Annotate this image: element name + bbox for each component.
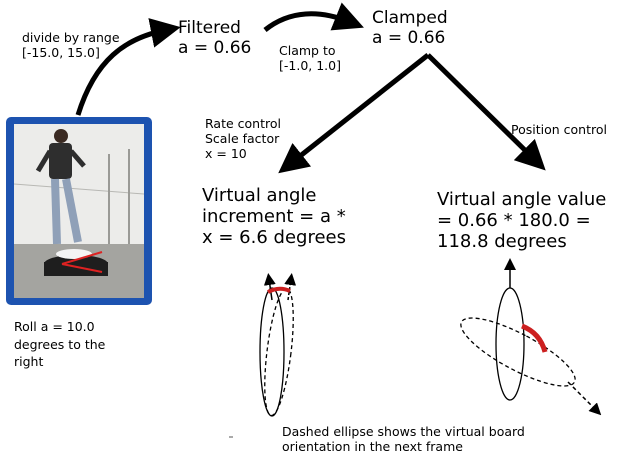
value-line-2: = 0.66 * 180.0 = xyxy=(437,210,591,232)
rate-control-label: Rate control Scale factor x = 10 xyxy=(205,116,281,161)
filtered-title: Filtered xyxy=(178,18,241,38)
arrow-to-rate-control xyxy=(278,53,430,174)
board-ellipse-rotated xyxy=(460,317,576,387)
filtered-value: a = 0.66 xyxy=(178,38,252,59)
angle-arc-large xyxy=(521,323,548,353)
arrow-photo-to-filtered xyxy=(75,18,181,116)
rate-line-3: x = 10 xyxy=(205,146,247,161)
filtered-label: Filtered a = 0.66 xyxy=(178,18,251,59)
clamped-label: Clamped a = 0.66 xyxy=(372,8,448,49)
note-line-1: Dashed ellipse shows the virtual board xyxy=(282,424,525,439)
board-ellipse-next xyxy=(264,287,294,417)
board-ellipse-vertical xyxy=(495,287,525,401)
increment-line-2: increment = a * xyxy=(202,206,346,228)
arrow-to-position-control xyxy=(426,53,546,171)
flow-arrows xyxy=(75,2,546,174)
note-line-2: orientation in the next frame xyxy=(282,439,463,454)
clamped-title: Clamped xyxy=(372,8,448,28)
roll-line-3: right xyxy=(14,354,44,369)
board-ellipse-current xyxy=(259,287,285,417)
divide-by-range-label: divide by range [-15.0, 15.0] xyxy=(22,30,120,60)
value-line-1: Virtual angle value xyxy=(437,189,607,210)
clamped-value: a = 0.66 xyxy=(372,28,446,49)
clamp-to-label: Clamp to [-1.0, 1.0] xyxy=(279,43,341,73)
arrow-filtered-to-clamped xyxy=(263,2,364,32)
rate-line-2: Scale factor xyxy=(205,131,280,146)
increment-line-1: Virtual angle xyxy=(202,185,317,206)
divide-line-2: [-15.0, 15.0] xyxy=(22,45,100,60)
user-photo-frame xyxy=(6,117,152,305)
user-photo xyxy=(14,124,144,298)
rotated-direction-arrow xyxy=(567,381,602,416)
value-line-3: 118.8 degrees xyxy=(437,231,567,253)
position-control-board-sketch xyxy=(460,258,602,416)
roll-label: Roll a = 10.0 degrees to the right xyxy=(14,318,105,371)
position-control-label: Position control xyxy=(511,122,607,137)
clamp-line-1: Clamp to xyxy=(279,43,336,58)
virtual-angle-increment: Virtual angle increment = a * x = 6.6 de… xyxy=(202,185,346,249)
angle-arc-small xyxy=(267,286,291,294)
virtual-angle-value: Virtual angle value = 0.66 * 180.0 = 118… xyxy=(437,189,606,253)
clamp-line-2: [-1.0, 1.0] xyxy=(279,58,341,73)
increment-line-3: x = 6.6 degrees xyxy=(202,227,346,249)
dashed-ellipse-note: Dashed ellipse shows the virtual board o… xyxy=(282,424,525,454)
roll-line-1: Roll a = 10.0 xyxy=(14,319,95,334)
rate-control-board-sketch xyxy=(259,273,297,417)
rate-line-1: Rate control xyxy=(205,116,281,131)
divide-line-1: divide by range xyxy=(22,30,120,45)
roll-line-2: degrees to the xyxy=(14,336,106,352)
